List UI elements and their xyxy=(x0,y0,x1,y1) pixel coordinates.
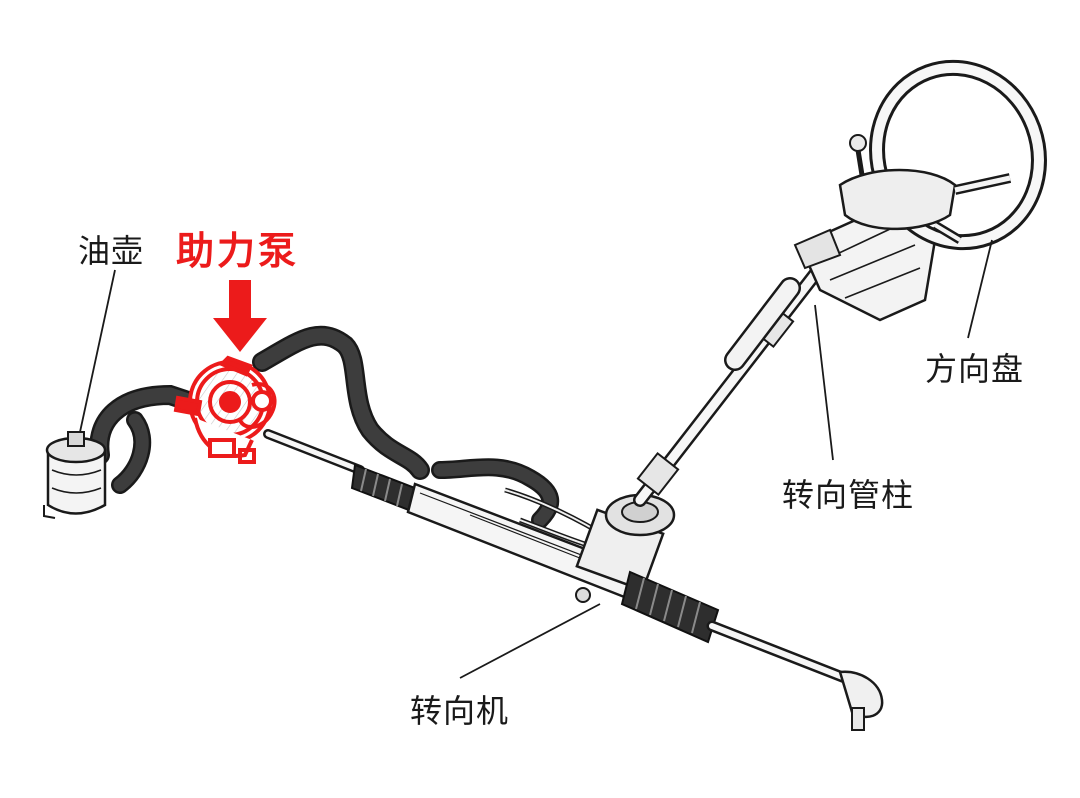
leader-oil-reservoir xyxy=(79,269,116,433)
return-hose xyxy=(89,384,195,494)
left-bellows xyxy=(350,463,422,514)
universal-joint-lower xyxy=(636,451,680,497)
valve-housing xyxy=(575,493,676,603)
leader-steering-column xyxy=(814,304,834,461)
steering-wheel-drawing xyxy=(838,59,1047,251)
label-oil-reservoir: 油壶 xyxy=(78,232,145,270)
arrow-down-icon xyxy=(213,280,267,352)
label-steering-wheel: 方向盘 xyxy=(925,350,1025,388)
power-pump-drawing xyxy=(173,355,277,464)
leader-steering-wheel xyxy=(967,239,993,339)
tie-rod-end xyxy=(838,670,884,731)
leader-lines xyxy=(79,239,993,679)
oil-reservoir-drawing xyxy=(43,431,107,519)
right-bellows xyxy=(620,570,720,644)
leader-steering-gear xyxy=(459,603,601,679)
steering-shaft-drawing xyxy=(633,248,837,507)
label-power-pump: 助力泵 xyxy=(176,229,300,273)
steering-rack-drawing xyxy=(263,429,884,731)
label-steering-gear: 转向机 xyxy=(410,692,510,730)
label-steering-column: 转向管柱 xyxy=(782,476,915,514)
